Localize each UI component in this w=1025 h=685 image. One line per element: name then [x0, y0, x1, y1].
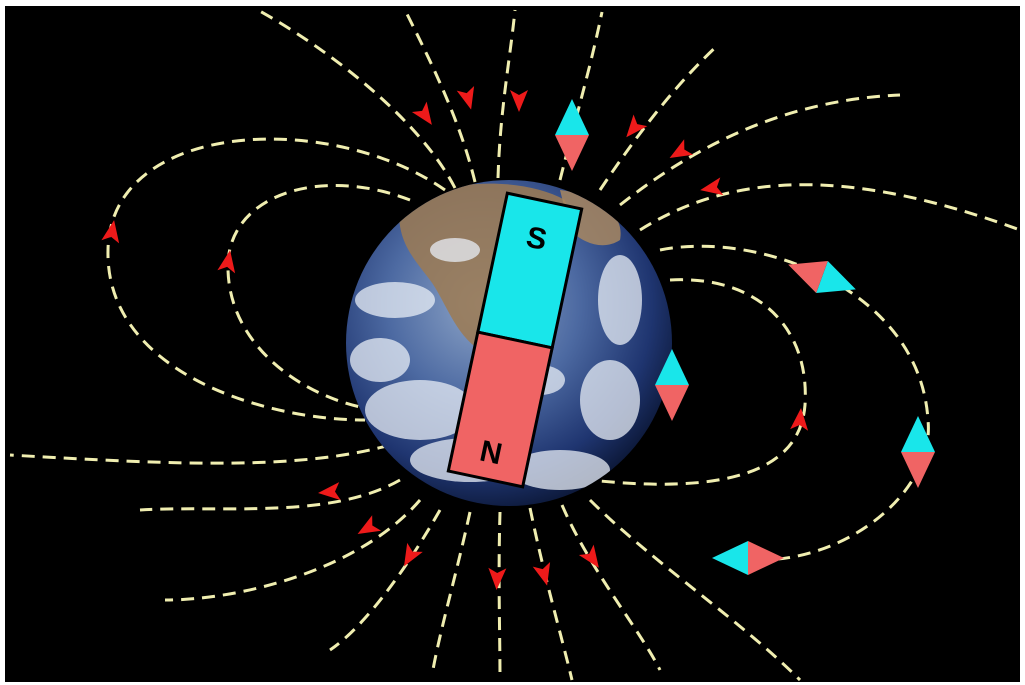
field-line — [639, 183, 1021, 232]
field-line — [497, 511, 502, 681]
field-arrow — [217, 250, 236, 274]
field-line — [496, 9, 517, 179]
field-arrow — [578, 544, 599, 568]
compass-needles — [555, 99, 935, 575]
magnet-north-pole — [446, 330, 554, 489]
field-line — [619, 93, 901, 207]
field-arrows — [101, 86, 809, 590]
compass-south-half — [712, 541, 748, 575]
field-line — [588, 498, 802, 682]
field-line — [659, 244, 930, 562]
field-line — [558, 11, 604, 181]
field-line — [106, 137, 446, 422]
field-arrow — [532, 562, 551, 586]
compass-needle — [555, 99, 589, 171]
field-arrow — [318, 482, 341, 501]
bar-magnet: S N — [446, 191, 584, 489]
compass-north-half — [748, 541, 784, 575]
field-arrow — [790, 408, 809, 431]
field-arrow — [357, 515, 382, 534]
compass-north-half — [655, 385, 689, 421]
field-arrow — [404, 542, 423, 567]
field-arrow — [101, 220, 120, 244]
compass-needle — [901, 416, 935, 488]
field-arrow — [456, 86, 475, 110]
compass-south-half — [655, 349, 689, 385]
field-lines — [9, 8, 1021, 682]
field-line — [329, 509, 442, 652]
field-line — [9, 443, 391, 465]
field-line — [589, 278, 807, 486]
field-line — [560, 504, 662, 671]
field-arrow — [488, 567, 507, 590]
field-line — [257, 8, 457, 189]
compass-south-half — [901, 416, 935, 452]
field-arrow — [411, 101, 432, 125]
field-line — [528, 507, 574, 681]
field-arrow — [669, 139, 694, 158]
field-line — [430, 511, 472, 676]
compass-needle — [655, 349, 689, 421]
field-line — [139, 478, 401, 512]
compass-north-half — [788, 261, 828, 293]
compass-south-half — [555, 99, 589, 135]
field-arrow — [626, 114, 648, 138]
field-arrow — [700, 177, 724, 196]
field-arrow — [510, 90, 528, 112]
field-line — [598, 43, 720, 191]
field-line — [403, 9, 477, 183]
compass-needle — [788, 261, 856, 293]
compass-north-half — [555, 135, 589, 171]
compass-south-half — [816, 261, 856, 293]
compass-north-half — [901, 452, 935, 488]
compass-needle — [712, 541, 784, 575]
